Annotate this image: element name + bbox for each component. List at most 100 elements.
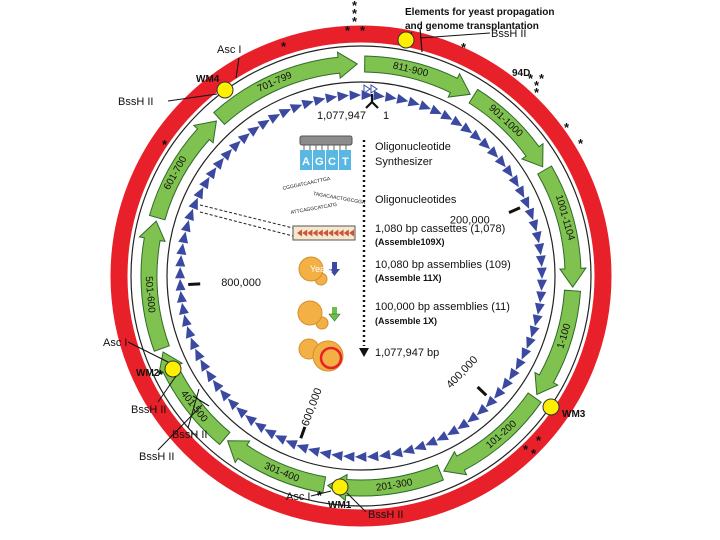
inner-arrowhead: [257, 119, 270, 130]
inner-arrowhead: [175, 255, 186, 267]
segment-arrow: [213, 51, 359, 126]
workflow-arrowhead: [359, 348, 369, 357]
wm3-marker: [542, 398, 560, 416]
cassette-arrows: [297, 229, 354, 237]
segment-arrow: [138, 220, 170, 352]
extra-bssh-tick: [192, 395, 210, 407]
inner-arrowhead: [485, 395, 498, 408]
inner-arrowhead: [378, 449, 391, 460]
wm2-asc-label: Asc I: [103, 337, 127, 349]
inner-arrowhead: [469, 129, 482, 141]
inner-arrowhead: [526, 336, 536, 349]
inner-arrowhead: [531, 231, 542, 244]
inner-arrowhead: [354, 451, 367, 462]
inner-arrowhead: [195, 348, 205, 362]
inner-arrowhead: [447, 425, 460, 436]
inner-arrowhead: [331, 451, 343, 461]
inner-arrowhead: [184, 208, 194, 221]
wm2-marker: [164, 360, 182, 378]
star-94d-2: *: [534, 78, 540, 93]
inner-arrowhead: [524, 207, 534, 221]
wm1-bssh-pointer: [346, 492, 367, 513]
segment-arrow: [226, 440, 327, 494]
inner-arrowhead: [536, 267, 547, 280]
zoom-line-top: [199, 204, 294, 229]
inner-arrowhead: [178, 231, 188, 244]
wm2-bssh-label: BssH II: [131, 404, 166, 416]
inner-arrowhead: [278, 109, 292, 119]
inner-arrowhead: [414, 440, 427, 451]
extra-bssh-label-2: BssH II: [139, 451, 174, 463]
extra-bssh-pointer-2: [157, 404, 203, 451]
inner-arrowhead: [390, 447, 403, 458]
header-line-1: Elements for yeast propagation: [405, 7, 554, 18]
extra-bssh-pointer-1: [187, 388, 200, 429]
base-t: T: [342, 156, 349, 168]
inner-arrowhead: [206, 369, 217, 383]
coordinate-label: 800,000: [221, 277, 261, 289]
origin-start: 1: [383, 110, 389, 122]
wm4-asc-label: Asc I: [217, 44, 241, 56]
wm2-asc-pointer: [127, 341, 169, 363]
segment-label: 501-600: [143, 276, 157, 314]
inner-arrowhead: [267, 114, 281, 124]
wm1-asc-pointer: [310, 490, 332, 497]
star-94d-3: *: [539, 71, 545, 86]
star-wm3-3: *: [531, 446, 537, 461]
wm1-bssh-label: BssH II: [368, 509, 403, 521]
inner-arrowhead: [289, 104, 303, 114]
segment-arrow-ring: 1-100101-200201-300301-400401-500501-600…: [138, 51, 587, 502]
asm10k-sub: (Assemble 11X): [375, 273, 442, 283]
segment-arrow: [443, 392, 542, 476]
asm10k-title: 10,080 bp assemblies (109): [375, 259, 511, 271]
coordinate-tick: [476, 385, 488, 397]
cassette-arrowhead: [312, 229, 318, 237]
inner-arrowhead: [478, 137, 491, 150]
segment-arrow: [326, 464, 445, 502]
wm2-bssh-pointer: [157, 375, 177, 403]
inner-arrowhead: [467, 411, 480, 423]
inner-arrowhead: [494, 155, 506, 168]
inner-arrowhead: [212, 157, 224, 170]
inner-arrowhead: [396, 93, 409, 104]
inner-arrowhead: [450, 115, 463, 127]
top-element-marker: [397, 31, 415, 49]
inner-arrowhead: [508, 174, 519, 188]
inner-arrowhead: [188, 197, 198, 211]
inner-arrowhead: [520, 196, 530, 209]
inner-arrowhead: [349, 90, 362, 101]
inner-arrowhead: [193, 187, 204, 200]
inner-arrowhead: [228, 140, 241, 153]
inner-arrowhead: [407, 96, 420, 107]
inner-arrowhead: [236, 407, 248, 419]
inner-arrowhead: [313, 96, 326, 106]
inner-arrowhead: [200, 359, 211, 372]
star-top-5: *: [360, 23, 366, 38]
inner-arrowhead: [176, 243, 187, 255]
segment-arrow: [364, 55, 471, 98]
coordinate-tick: [188, 282, 201, 286]
base-a: A: [302, 156, 310, 168]
yeast-label: Yeast: [310, 264, 333, 274]
wm3-label: WM3: [562, 409, 586, 420]
star-top-1: *: [352, 0, 358, 13]
inner-arrowhead: [307, 447, 320, 457]
oligo-seq-1: CGGGATCAACTTGA: [282, 176, 331, 192]
star-upper-left: *: [281, 39, 287, 54]
wm1-marker: [331, 478, 349, 496]
cassette-arrowhead: [343, 229, 349, 237]
inner-arrowhead: [436, 431, 449, 441]
yeast-cell-3: [298, 338, 344, 372]
inner-arrowhead: [373, 90, 385, 101]
star-upper-right: *: [461, 40, 467, 55]
origin-mark: [365, 94, 379, 109]
inner-arrowhead: [220, 149, 232, 161]
inner-arrowhead: [457, 418, 470, 430]
inner-arrowhead: [296, 444, 309, 454]
inner-arrowhead: [205, 167, 217, 180]
star-left: *: [162, 137, 168, 152]
inner-arrowhead: [429, 104, 442, 115]
inner-arrowhead: [319, 449, 332, 460]
cassette-arrowhead: [338, 229, 344, 237]
segment-arrow: [537, 165, 587, 288]
